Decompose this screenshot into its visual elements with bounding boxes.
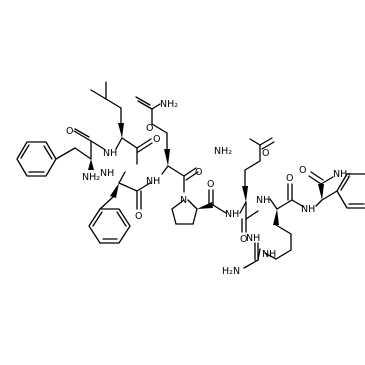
label-guanidine-nh: NH <box>246 233 260 244</box>
arg-cd <box>275 249 292 260</box>
pro-c-n <box>212 204 227 214</box>
gln1-co-double-a <box>183 167 197 177</box>
gln1-co-double-b <box>185 171 199 181</box>
label-o-carbonyl-5: O <box>207 179 214 190</box>
arg-c-n <box>291 199 305 208</box>
phe3-benzene-ring <box>336 173 365 209</box>
phe2-c-n <box>136 182 151 192</box>
label-o-carbonyl-7: O <box>286 173 293 184</box>
phe3-co-double-b <box>310 171 324 181</box>
label-guanidine-nh-link: NH <box>262 249 276 260</box>
phe3-co-double-a <box>308 175 322 185</box>
phe1-co-double-a <box>73 130 92 142</box>
arg-cz-nh2 <box>243 259 259 269</box>
leu-side-wedge <box>118 123 124 138</box>
label-amide-nh-5: NH <box>256 195 270 206</box>
label-amide-nh-1: NH <box>103 148 117 159</box>
phe3-ring-double-1 <box>340 176 350 191</box>
gln2-cg <box>244 160 261 171</box>
arg-side-wedge <box>273 209 279 225</box>
label-gln1-side-nh2: NH₂ <box>160 99 178 110</box>
phe2-cb <box>99 196 114 210</box>
gln1-n-ca <box>161 165 169 175</box>
gln2-side-co-b <box>261 141 275 150</box>
label-pro-ring-n: N <box>180 195 187 206</box>
gln1-side-wedge <box>164 149 170 166</box>
label-o-carbonyl-1: O <box>66 126 73 137</box>
label-c-terminal-o: O <box>299 165 306 176</box>
arg-cb <box>275 224 292 235</box>
gln2-n-ca <box>239 201 247 214</box>
gln2-side-co-a <box>259 137 273 146</box>
phe3-cterm-wedge <box>318 184 324 200</box>
label-o-carbonyl-3: O <box>135 211 142 222</box>
phe1-alpha-bond <box>74 147 92 160</box>
phe2-side-wedge <box>110 183 119 198</box>
phe1-benzene-ring <box>16 141 57 177</box>
phe1-c-n-bond <box>90 140 105 150</box>
gln2-c-n <box>245 210 259 220</box>
phe2-benzene-ring <box>88 208 131 244</box>
leu-cd2 <box>90 89 107 100</box>
gln2-side-wedge <box>242 186 248 202</box>
label-guanidine-h2n: H₂N <box>222 266 240 277</box>
label-o-carbonyl-6: O <box>240 234 247 245</box>
label-nh2-n-terminal: NH₂ <box>82 172 100 183</box>
gln1-side-c-n <box>151 103 161 110</box>
leu-ca-c <box>121 137 138 149</box>
arg-ne <box>264 252 277 260</box>
label-amide-nh-2: NH <box>100 168 114 179</box>
label-o-carbonyl-4: O <box>195 167 202 178</box>
pro-c-wedge <box>197 202 213 209</box>
phe3-c-nh2 <box>320 176 334 185</box>
leu-cg-1 <box>105 98 122 109</box>
gln1-ca-c <box>167 165 185 177</box>
leu-n-ca <box>115 137 123 150</box>
gln2-side-c-n <box>249 138 261 146</box>
phe2-ca-c <box>118 182 138 192</box>
phe3-cb <box>321 190 338 201</box>
leu-co-double-a <box>136 138 152 149</box>
label-o-carbonyl-2: O <box>153 134 160 145</box>
label-amide-nh-6: NH <box>301 204 315 215</box>
leu-co-double-b <box>137 142 153 153</box>
gln1-side-co-b <box>135 96 151 106</box>
phe1-co-double-b <box>74 128 90 138</box>
label-gln2-side-nh2: NH₂ <box>214 146 232 157</box>
label-amide-nh-4: NH <box>225 209 239 220</box>
gln1-cg <box>151 123 168 134</box>
label-amide-nh-3: NH <box>146 176 160 187</box>
phe3-n-ca <box>315 199 323 207</box>
arg-ca-c <box>276 199 293 210</box>
label-c-terminal-nh2: NH₂ <box>333 169 351 180</box>
gln1-side-co-a <box>137 100 153 110</box>
arg-n-ca <box>269 198 278 210</box>
phe1-ch2-bond <box>55 147 76 160</box>
pro-ring <box>171 199 198 225</box>
label-gln1-side-o: O <box>146 123 153 134</box>
label-gln2-side-o: O <box>262 148 269 159</box>
phe1-nh2-wedge <box>88 159 94 170</box>
phe2-n-ca <box>118 171 126 184</box>
